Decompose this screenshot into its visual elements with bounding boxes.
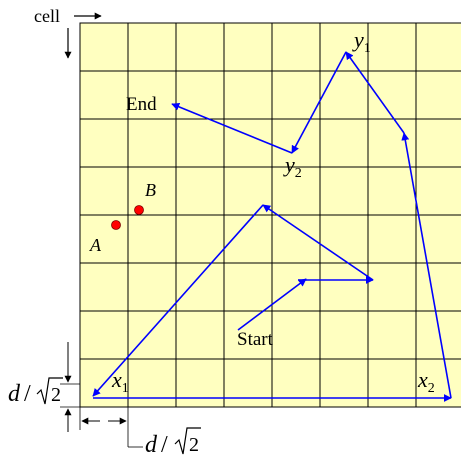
dimension-bottom-two: 2: [189, 434, 199, 456]
grid-lines: [80, 23, 461, 407]
x2-label: x2: [417, 367, 435, 396]
dimension-left-two: 2: [51, 384, 61, 406]
path-segment-to-x1: [92, 204, 264, 397]
dimension-bottom-label: d/: [145, 432, 168, 458]
cell-label: cell: [34, 6, 60, 26]
path-segment-up-right: [401, 132, 452, 399]
point-b-label: B: [145, 180, 156, 200]
dimension-left-label: d/: [8, 381, 31, 407]
path-segment-to-end: [171, 103, 293, 154]
dimension-bottom: d/ 2: [79, 407, 201, 458]
point-a: [111, 220, 121, 230]
path-start-arrow: [237, 278, 307, 331]
start-label: Start: [237, 329, 274, 350]
path-segment-to-peak: [262, 204, 374, 281]
robot-path: [92, 51, 452, 402]
point-b: [134, 205, 144, 215]
y1-label: y1: [352, 27, 371, 56]
x1-label: x1: [111, 367, 129, 396]
y2-label: y2: [283, 152, 302, 181]
end-label: End: [126, 94, 157, 115]
dimension-left: d/ 2: [8, 342, 80, 432]
point-a-label: A: [89, 235, 102, 255]
path-segment-to-y1: [345, 51, 405, 134]
path-segment-to-y2: [291, 51, 347, 154]
